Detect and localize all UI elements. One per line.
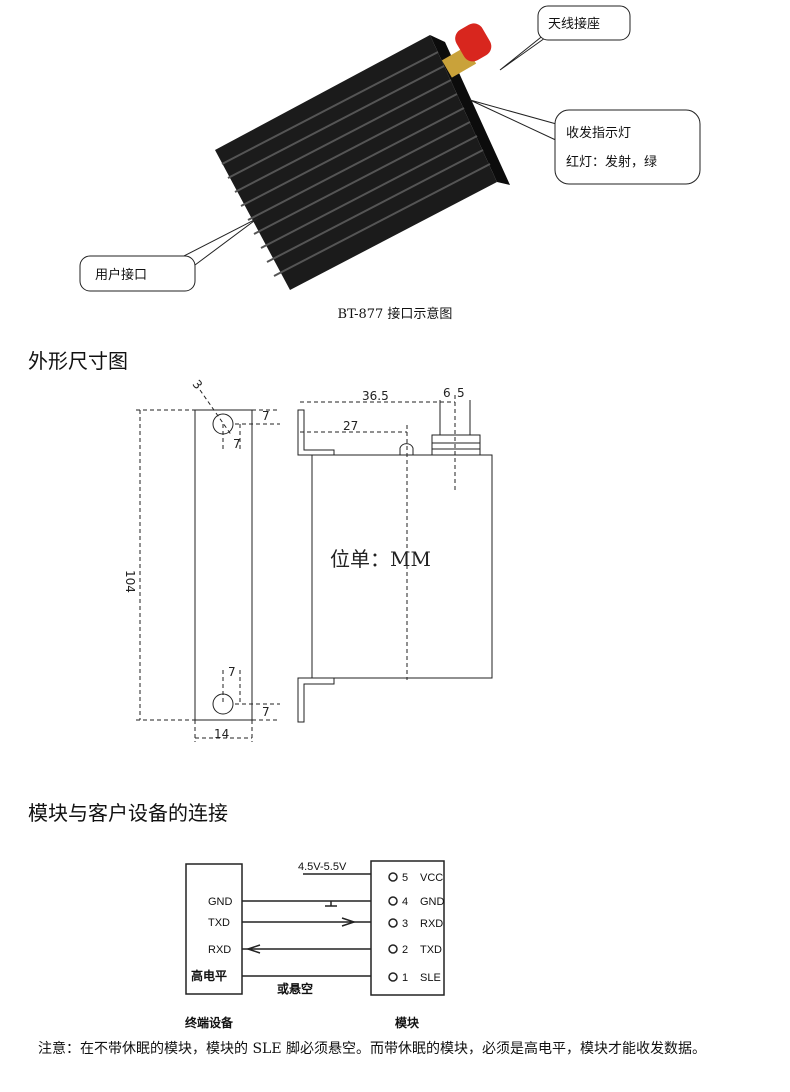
svg-text:3: 3 <box>190 377 206 392</box>
svg-text:14: 14 <box>214 727 229 741</box>
svg-text:RXD: RXD <box>420 918 443 930</box>
svg-text:红灯：发射，绿: 红灯：发射，绿 <box>566 154 657 170</box>
svg-text:7: 7 <box>262 705 270 719</box>
svg-text:VCC: VCC <box>420 872 443 884</box>
connection-schematic <box>185 860 445 996</box>
svg-text:TXD: TXD <box>420 944 442 956</box>
antenna-connector <box>441 23 492 78</box>
svg-text:4: 4 <box>402 896 408 908</box>
svg-text:7: 7 <box>233 437 241 451</box>
svg-text:7: 7 <box>262 409 270 423</box>
side-view-drawing <box>136 389 280 742</box>
figure-caption: BT-877 接口示意图 <box>337 307 453 322</box>
svg-text:5: 5 <box>457 386 465 400</box>
callout-antenna: 天线接座 <box>499 5 631 71</box>
svg-text:7: 7 <box>228 665 236 679</box>
svg-text:27: 27 <box>343 419 358 433</box>
svg-text:RXD: RXD <box>208 944 231 956</box>
svg-text:6: 6 <box>443 386 451 400</box>
svg-text:SLE: SLE <box>420 972 441 984</box>
svg-text:高电平: 高电平 <box>191 968 227 983</box>
svg-text:模块: 模块 <box>395 1015 420 1030</box>
svg-text:收发指示灯: 收发指示灯 <box>566 125 631 141</box>
svg-text:36.5: 36.5 <box>362 389 389 403</box>
svg-text:GND: GND <box>420 896 445 908</box>
svg-text:104: 104 <box>123 570 137 593</box>
svg-text:1: 1 <box>402 972 408 984</box>
svg-text:5: 5 <box>402 872 408 884</box>
svg-text:3: 3 <box>402 918 408 930</box>
svg-text:终端设备: 终端设备 <box>185 1015 234 1030</box>
svg-text:用户接口: 用户接口 <box>95 267 147 283</box>
callout-indicator: 收发指示灯 红灯：发射，绿 <box>469 99 701 185</box>
front-view-drawing <box>297 395 493 723</box>
svg-text:TXD: TXD <box>208 917 230 929</box>
svg-text:GND: GND <box>208 896 233 908</box>
svg-text:4.5V-5.5V: 4.5V-5.5V <box>298 861 347 873</box>
section-title-dimensions: 外形尺寸图 <box>28 349 128 373</box>
svg-text:天线接座: 天线接座 <box>548 16 600 32</box>
note-text: 注意：在不带休眠的模块，模块的 SLE 脚必须悬空。而带休眠的模块，必须是高电平… <box>38 1041 707 1057</box>
callout-user-port: 用户接口 <box>79 217 259 292</box>
unit-label: 位单：MM <box>330 547 431 571</box>
device-image <box>215 23 510 290</box>
svg-text:或悬空: 或悬空 <box>277 981 313 996</box>
section-title-connection: 模块与客户设备的连接 <box>28 801 228 825</box>
svg-text:2: 2 <box>402 944 408 956</box>
